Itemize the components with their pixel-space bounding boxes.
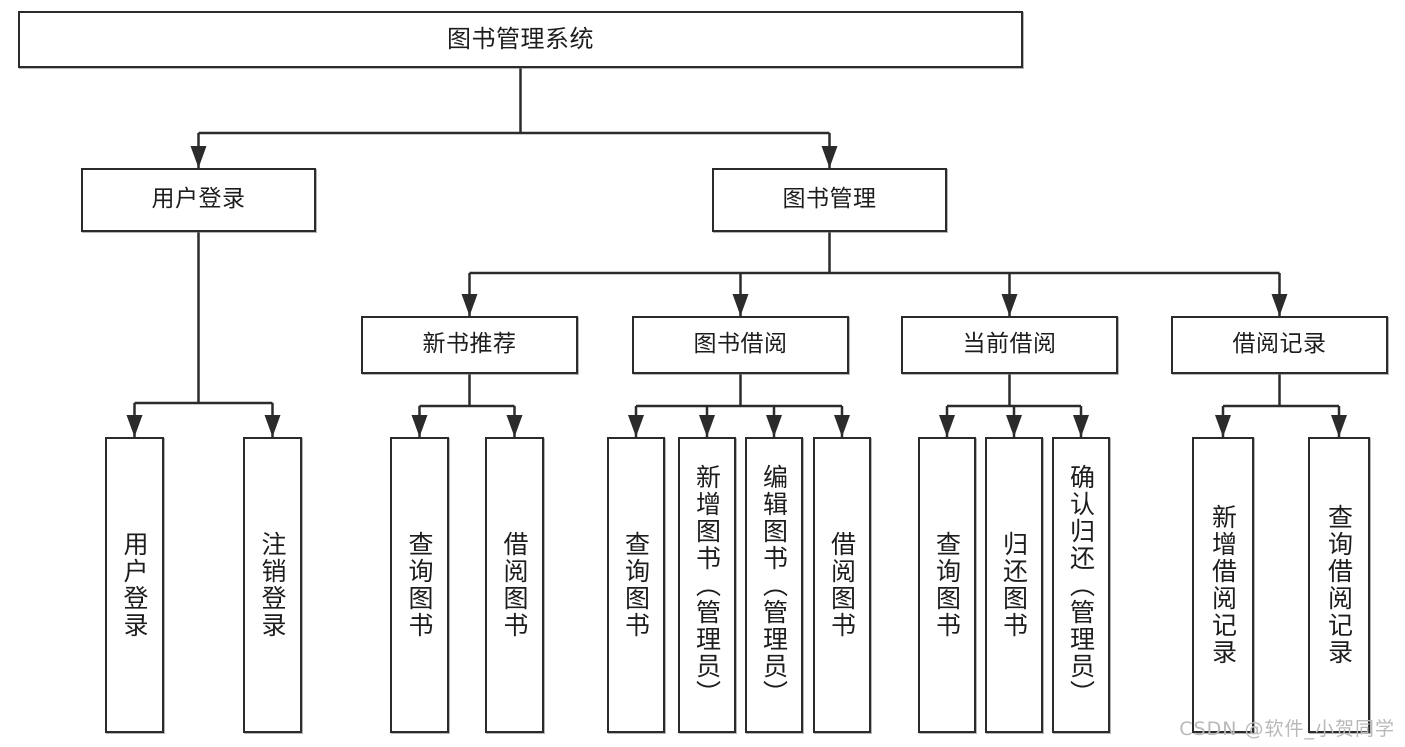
node-leaf-cb-confirm[interactable]: 确认归还（管理员） (1052, 437, 1110, 733)
arrowhead-leaf-bb-add (699, 415, 715, 437)
node-leaf-bb-query[interactable]: 查询图书 (607, 437, 665, 733)
node-leaf-cb-return[interactable]: 归还图书 (985, 437, 1043, 733)
node-leaf-cb-query[interactable]: 查询图书 (918, 437, 976, 733)
node-l3-newrec[interactable]: 新书推荐 (361, 316, 578, 374)
arrowhead-leaf-bb-query (628, 415, 644, 437)
node-leaf-rec-add[interactable]: 新增借阅记录 (1192, 437, 1254, 733)
arrowhead-leaf-rec-add (1215, 415, 1231, 437)
arrowhead-l2-login (190, 146, 207, 168)
node-label: 编辑图书（管理员） (759, 463, 789, 707)
node-label: 查询借阅记录 (1324, 504, 1354, 666)
node-label: 图书管理 (782, 186, 877, 213)
node-label: 新增图书（管理员） (692, 463, 722, 707)
node-leaf-bb-add[interactable]: 新增图书（管理员） (678, 437, 736, 733)
arrowhead-l3-newrec (461, 294, 478, 316)
node-label: 查询图书 (932, 531, 962, 639)
arrowhead-leaf-nr-borrow (506, 415, 523, 437)
node-label: 查询图书 (405, 531, 434, 639)
node-root[interactable]: 图书管理系统 (18, 11, 1023, 68)
arrowhead-l2-book (821, 146, 838, 168)
node-label: 图书借阅 (693, 331, 788, 358)
node-label: 借阅图书 (500, 531, 529, 639)
arrowhead-l3-current (1001, 294, 1018, 316)
node-label: 确认归还（管理员） (1066, 463, 1096, 707)
node-label: 借阅图书 (827, 531, 857, 639)
arrowhead-leaf-bb-edit (766, 415, 782, 437)
node-l2-login[interactable]: 用户登录 (81, 168, 316, 232)
watermark-text: CSDN @软件_小贺同学 (1179, 718, 1395, 740)
arrowhead-leaf-rec-query (1331, 415, 1347, 437)
node-leaf-bb-edit[interactable]: 编辑图书（管理员） (745, 437, 803, 733)
node-leaf-nr-borrow[interactable]: 借阅图书 (485, 437, 544, 733)
node-leaf-userlogin[interactable]: 用户登录 (105, 437, 164, 733)
node-label: 注销登录 (258, 531, 287, 639)
node-l3-borrow[interactable]: 图书借阅 (632, 316, 849, 374)
arrowhead-l3-borrow (732, 294, 749, 316)
arrowhead-leaf-cb-confirm (1073, 415, 1089, 437)
node-label: 查询图书 (621, 531, 651, 639)
node-leaf-logout[interactable]: 注销登录 (243, 437, 302, 733)
arrowhead-leaf-logout (264, 415, 281, 437)
node-label: 新书推荐 (422, 331, 517, 358)
node-leaf-rec-query[interactable]: 查询借阅记录 (1308, 437, 1370, 733)
arrowhead-leaf-cb-return (1006, 415, 1022, 437)
node-label: 图书管理系统 (447, 25, 594, 54)
node-label: 用户登录 (151, 186, 246, 213)
node-label: 新增借阅记录 (1208, 504, 1238, 666)
node-l2-book[interactable]: 图书管理 (712, 168, 947, 232)
node-label: 借阅记录 (1232, 331, 1327, 358)
node-l3-record[interactable]: 借阅记录 (1171, 316, 1388, 374)
arrowhead-l3-record (1271, 294, 1288, 316)
arrowhead-leaf-cb-query (939, 415, 955, 437)
arrowhead-leaf-userlogin (126, 415, 143, 437)
arrowhead-leaf-nr-query (411, 415, 428, 437)
arrowhead-leaf-bb-borrow (834, 415, 850, 437)
node-label: 归还图书 (999, 531, 1029, 639)
node-leaf-bb-borrow[interactable]: 借阅图书 (813, 437, 871, 733)
node-l3-current[interactable]: 当前借阅 (901, 316, 1118, 374)
node-label: 用户登录 (120, 531, 149, 639)
node-label: 当前借阅 (962, 331, 1057, 358)
node-leaf-nr-query[interactable]: 查询图书 (390, 437, 449, 733)
